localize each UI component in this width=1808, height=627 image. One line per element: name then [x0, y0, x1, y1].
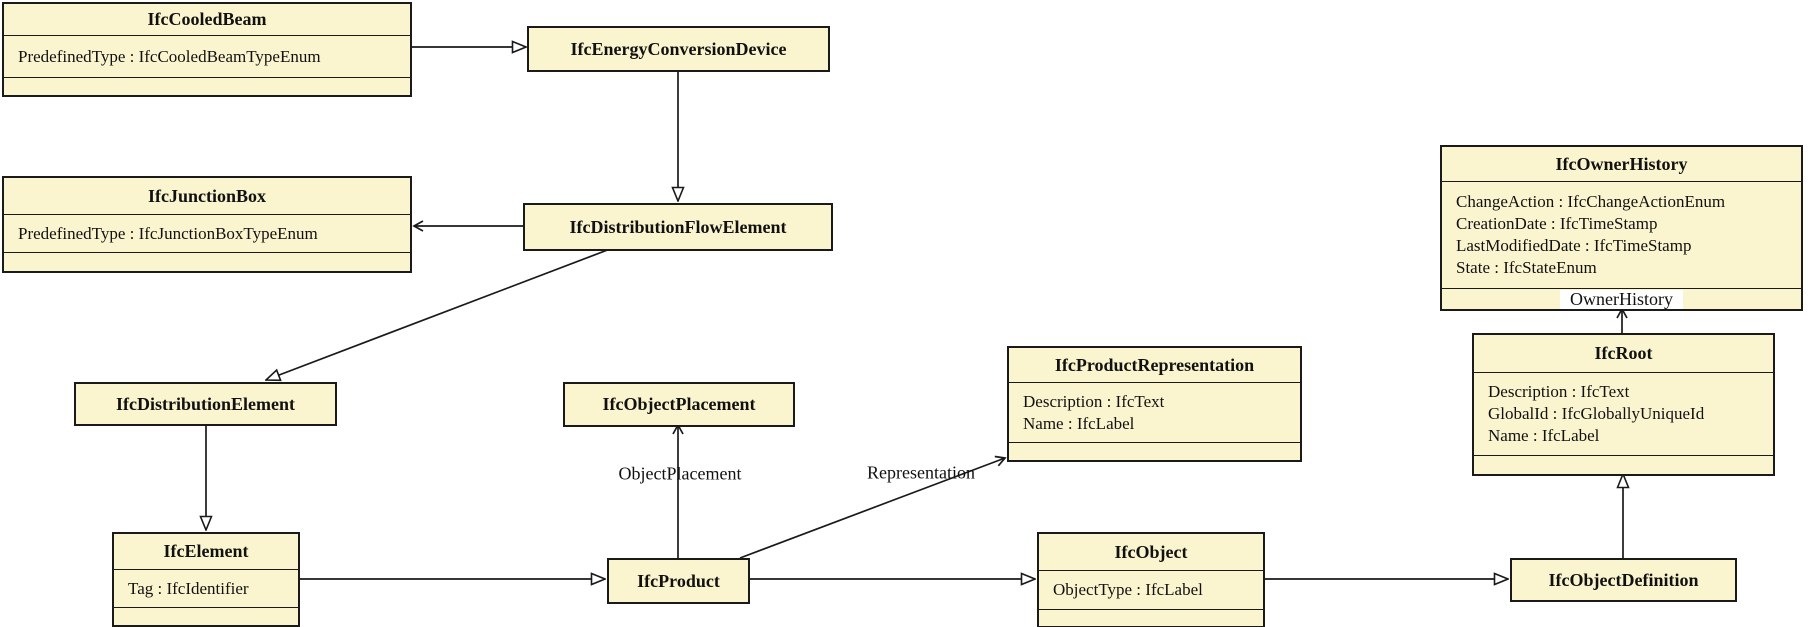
class-title: IfcDistributionElement [116, 393, 295, 414]
class-box-ifcjunctionbox[interactable]: IfcJunctionBox PredefinedType : IfcJunct… [2, 176, 412, 273]
class-box-ifcobject[interactable]: IfcObject ObjectType : IfcLabel [1037, 532, 1265, 627]
class-title: IfcProductRepresentation [1054, 354, 1255, 375]
class-box-ifcobjectdefinition[interactable]: IfcObjectDefinition [1510, 558, 1737, 602]
class-footer [114, 607, 298, 625]
class-title: IfcObject [1114, 541, 1188, 562]
class-box-ifcownerhistory[interactable]: IfcOwnerHistory ChangeAction : IfcChange… [1440, 145, 1803, 311]
class-attributes: PredefinedType : IfcJunctionBoxTypeEnum [4, 214, 410, 252]
class-footer [1039, 609, 1263, 626]
edge-label-ownerhistory: OwnerHistory [1560, 289, 1683, 309]
edge-label-representation: Representation [867, 462, 975, 483]
class-title: IfcRoot [1594, 343, 1653, 363]
class-box-ifcproduct[interactable]: IfcProduct [607, 558, 750, 604]
class-title: IfcObjectPlacement [602, 394, 756, 414]
class-footer: OwnerHistory [1442, 288, 1801, 309]
class-attribute: PredefinedType : IfcCooledBeamTypeEnum [18, 46, 321, 66]
class-attribute: State : IfcStateEnum [1456, 258, 1597, 277]
class-attribute: ObjectType : IfcLabel [1053, 580, 1203, 599]
class-attribute: LastModifiedDate : IfcTimeStamp [1456, 236, 1692, 255]
edge-label-objectplacement: ObjectPlacement [618, 463, 742, 484]
class-title: IfcOwnerHistory [1555, 153, 1688, 174]
class-title: IfcObjectDefinition [1548, 569, 1699, 590]
class-title: IfcCooledBeam [147, 9, 267, 29]
class-box-ifcdistributionflowelement[interactable]: IfcDistributionFlowElement [523, 203, 833, 251]
class-attribute: PredefinedType : IfcJunctionBoxTypeEnum [18, 223, 318, 243]
class-title: IfcEnergyConversionDevice [570, 38, 787, 59]
class-attribute: CreationDate : IfcTimeStamp [1456, 214, 1658, 233]
class-attribute: ChangeAction : IfcChangeActionEnum [1456, 192, 1726, 211]
class-box-ifccooledbeam[interactable]: IfcCooledBeam PredefinedType : IfcCooled… [2, 2, 412, 97]
class-attribute: Name : IfcLabel [1488, 426, 1600, 445]
class-attribute: GlobalId : IfcGloballyUniqueId [1488, 404, 1705, 423]
class-box-ifcelement[interactable]: IfcElement Tag : IfcIdentifier [112, 532, 300, 627]
class-attribute: Tag : IfcIdentifier [128, 578, 249, 598]
class-box-ifcenergyconversiondevice[interactable]: IfcEnergyConversionDevice [527, 26, 830, 72]
class-box-ifcproductrepresentation[interactable]: IfcProductRepresentation Description : I… [1007, 346, 1302, 462]
class-footer [4, 77, 410, 95]
class-attributes: PredefinedType : IfcCooledBeamTypeEnum [4, 35, 410, 77]
class-attributes: Tag : IfcIdentifier [114, 569, 298, 607]
class-title: IfcElement [163, 541, 249, 561]
class-footer [1474, 455, 1773, 474]
class-attributes: ObjectType : IfcLabel [1039, 570, 1263, 609]
class-footer [1009, 442, 1300, 460]
class-attribute: Description : IfcText [1023, 391, 1165, 411]
class-title: IfcProduct [637, 570, 720, 591]
class-box-ifcobjectplacement[interactable]: IfcObjectPlacement [563, 382, 795, 427]
class-title: IfcJunctionBox [147, 185, 266, 206]
class-footer [4, 252, 410, 271]
class-title: IfcDistributionFlowElement [569, 216, 787, 237]
class-box-ifcdistributionelement[interactable]: IfcDistributionElement [74, 382, 337, 426]
class-attribute: Description : IfcText [1488, 382, 1630, 401]
class-attribute: Name : IfcLabel [1023, 413, 1135, 433]
